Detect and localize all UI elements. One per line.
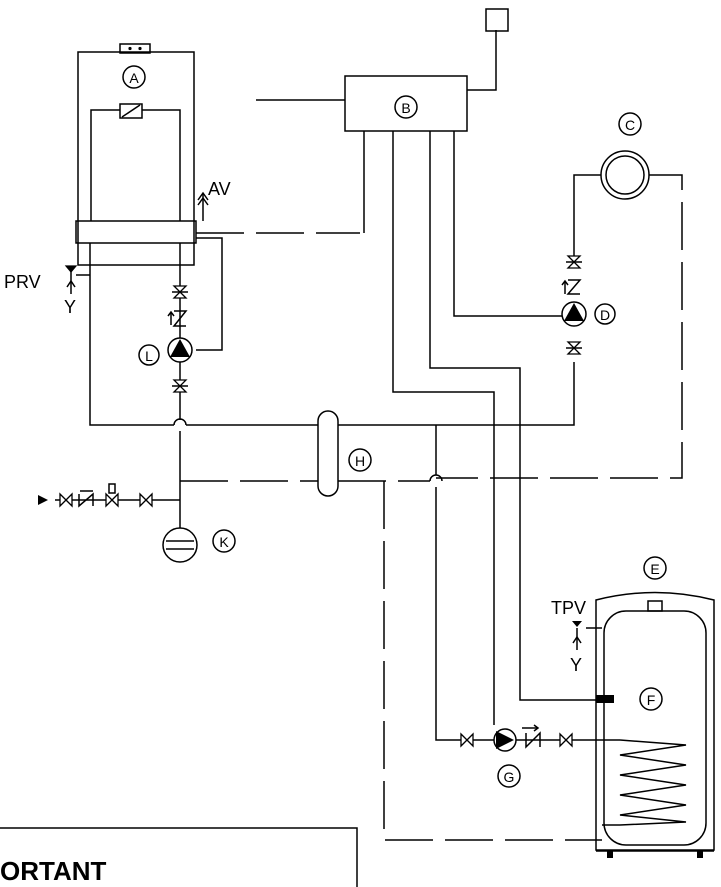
room-thermostat-c xyxy=(436,150,683,479)
component-d-marker: D xyxy=(594,303,616,325)
boiler-valve-top xyxy=(172,285,188,299)
component-l-marker: L xyxy=(138,344,160,366)
component-f-letter: F xyxy=(647,692,656,708)
component-g-letter: G xyxy=(504,769,515,785)
component-h-marker: H xyxy=(348,448,372,472)
av-label: AV xyxy=(208,179,231,199)
zone-check-valve xyxy=(561,279,582,295)
tpv-y-label: Y xyxy=(570,655,582,675)
component-f-marker: F xyxy=(639,687,663,711)
auto-vent-av: AV xyxy=(197,179,231,221)
controller-wiring xyxy=(363,131,596,725)
expansion-vessel-k xyxy=(162,527,198,563)
component-d-letter: D xyxy=(600,307,610,323)
pump-d xyxy=(561,301,587,327)
component-g-marker: G xyxy=(497,764,521,788)
boiler-check-valve xyxy=(167,310,188,327)
filling-loop xyxy=(38,483,180,508)
pressure-relief-valve: PRV Y xyxy=(4,265,90,317)
boiler-valve-bottom xyxy=(172,379,188,393)
component-k-letter: K xyxy=(219,534,229,550)
component-k-marker: K xyxy=(212,529,236,553)
component-b-letter: B xyxy=(401,100,410,116)
tpv-label: TPV xyxy=(551,598,586,618)
primary-circuit xyxy=(89,232,575,528)
component-e-letter: E xyxy=(650,561,659,577)
boiler-a xyxy=(75,43,197,266)
temperature-pressure-valve: TPV Y xyxy=(551,598,602,675)
zone-valve-top xyxy=(566,255,582,269)
component-l-letter: L xyxy=(145,348,153,364)
important-notice-box: ORTANT xyxy=(0,827,358,887)
important-notice-text: ORTANT xyxy=(0,856,107,886)
prv-y-label: Y xyxy=(64,297,76,317)
low-loss-header-h xyxy=(180,410,463,741)
zone-valve-bottom xyxy=(566,341,582,355)
cylinder-sensor-f xyxy=(596,695,614,703)
component-a-marker: A xyxy=(122,65,146,89)
component-h-letter: H xyxy=(355,453,365,469)
cylinder-primary-circuit xyxy=(460,724,602,752)
pump-l xyxy=(167,337,193,363)
component-c-marker: C xyxy=(618,112,642,136)
component-c-letter: C xyxy=(625,117,635,133)
controller-b xyxy=(256,8,509,132)
component-b-marker: B xyxy=(394,95,418,119)
component-a-letter: A xyxy=(129,70,139,86)
prv-label: PRV xyxy=(4,272,41,292)
hot-water-cylinder-e xyxy=(595,591,715,858)
cylinder-return-pipe xyxy=(383,481,602,841)
component-e-marker: E xyxy=(643,556,667,580)
